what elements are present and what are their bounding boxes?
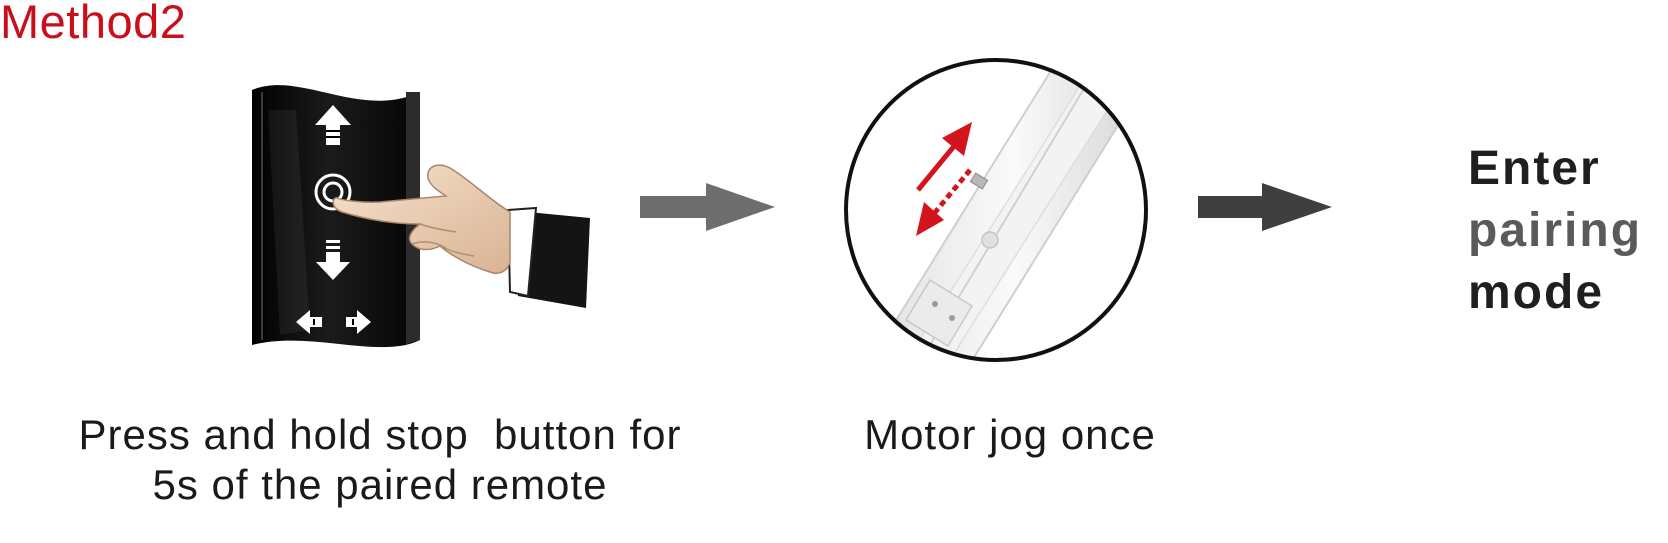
up-arrow-icon — [315, 105, 351, 145]
result-text: Enter pairing mode — [1468, 138, 1642, 324]
result-line1: Enter — [1468, 142, 1601, 195]
step2-caption: Motor jog once — [864, 411, 1156, 458]
step1-caption-line1: Press and hold stop button for — [78, 411, 682, 458]
jog-arrow-icon — [916, 122, 972, 236]
result-line2: pairing — [1468, 204, 1643, 257]
process-arrow-1 — [640, 183, 775, 231]
pointing-hand-icon — [332, 164, 590, 308]
right-arrow-icon — [346, 310, 371, 334]
result-line3: mode — [1468, 266, 1605, 319]
motor-icon — [844, 58, 1148, 362]
process-arrow-2 — [1198, 183, 1332, 231]
step1-caption: Press and hold stop button for 5s of the… — [10, 410, 750, 510]
remote-control — [252, 85, 420, 348]
left-arrow-icon — [296, 310, 322, 334]
down-arrow-icon — [316, 240, 350, 280]
method-title: Method2 — [0, 0, 187, 48]
step1-caption-line2: 5s of the paired remote — [152, 461, 608, 508]
